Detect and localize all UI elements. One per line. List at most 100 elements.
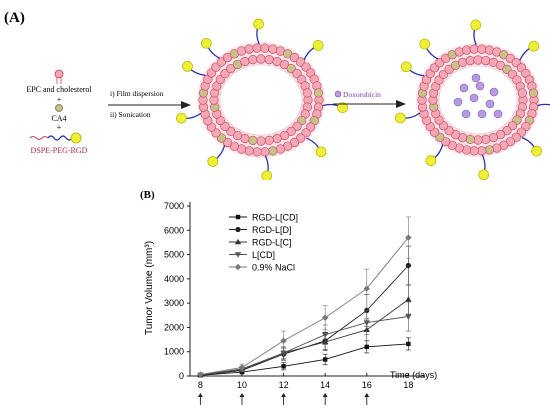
lipid-head [488,132,498,143]
step-sonication: ii) Sonication [110,110,151,119]
rgd-ligand [478,169,490,180]
lipid-head [469,146,479,156]
lipid-head [236,46,247,56]
ingredient-dspe-peg-rgd: DSPE-PEG-RGD [31,146,88,155]
doxorubicin-molecule [485,99,495,109]
lipid-head [264,55,274,65]
data-point [280,337,287,344]
data-point [363,285,370,292]
ca4-molecule-icon [55,104,63,112]
doxorubicin-molecule [489,87,499,97]
legend-entry: RGD-L[C] [229,238,292,248]
drug-loaded-liposome-diagram [394,19,550,180]
rgd-ligand [419,38,431,50]
lipid-head [517,88,527,98]
doxorubicin-molecule [475,81,485,91]
lipid-head [462,45,472,55]
ingredient-epc-cholesterol: EPC and cholesterol [26,85,92,94]
rgd-ligand [531,145,542,157]
y-tick-label: 0 [179,371,184,381]
step-film-dispersion: i) Film dispersion [110,89,164,98]
lipid-head [244,146,254,156]
plus-sign: + [57,95,62,104]
lipid-head [473,55,483,65]
legend-label: RGD-L[CD] [252,213,298,223]
data-point [405,262,411,269]
lipid-head [481,56,491,66]
doxorubicin-molecule [477,109,487,119]
lipid-molecule-icon [54,69,64,84]
legend-entry: RGD-L[D] [229,225,292,235]
lipid-head [481,134,491,144]
rgd-ligand [207,156,219,167]
lipid-head [268,44,278,54]
data-point [405,296,412,302]
lipid-head [248,135,258,145]
data-point [280,350,287,357]
rgd-ligand [470,19,482,31]
lipid-head [302,88,312,98]
y-tick-label: 4000 [164,274,184,284]
y-axis-label: Tumor Volume (mm³) [144,241,155,335]
lipid-head [477,44,487,54]
rgd-ligand [337,102,348,113]
y-tick-label: 6000 [164,225,184,235]
series-2 [197,284,412,378]
data-point [234,263,242,271]
legend-entry: L[CD] [229,250,275,260]
legend-label: RGD-L[C] [252,238,292,248]
doxorubicin-molecule [469,93,479,103]
data-point [405,314,412,320]
series-line [200,316,409,376]
liposome-core [219,64,303,136]
data-point [364,344,369,350]
y-tick-label: 3000 [164,298,184,308]
data-point [363,320,370,326]
rgd-ligand [528,40,540,52]
lipid-head [458,57,468,68]
rgd-ligand [400,61,412,73]
ingredient-ca4: CA4 [51,114,66,123]
x-tick-label: 12 [279,380,289,390]
legend-entry: 0.9% NaCl [229,263,295,273]
dosing-arrow-icon [281,393,287,405]
series-line [200,299,409,376]
lipid-head [477,146,487,156]
lipid-head [260,43,270,53]
lipid-head [216,57,227,67]
x-tick-label: 8 [198,380,203,390]
data-point [321,332,329,338]
y-tick-label: 5000 [164,250,184,260]
empty-liposome-diagram [176,18,348,180]
x-tick-label: 18 [403,380,413,390]
lipid-head [264,135,274,145]
lipid-head [252,147,262,157]
doxorubicin-icon [334,90,342,98]
x-tick-label: 16 [362,380,372,390]
doxorubicin-molecule [453,97,463,107]
lipid-head [295,133,306,143]
data-point [234,238,242,245]
rgd-ligand [176,112,187,124]
chart-legend: RGD-L[CD] RGD-L[D] RGD-L[C] L[CD] 0.9% NaCl [229,213,298,273]
dspe-peg-rgd-icon [29,132,82,144]
lipid-head [484,145,494,155]
doxorubicin-molecule [459,83,469,93]
lipid-head [272,133,282,144]
series-1 [197,245,411,378]
lipid-head [240,56,250,67]
y-tick-label: 1000 [164,347,184,357]
doxorubicin-molecule [471,73,481,83]
lipid-head [465,134,475,144]
lipid-head [260,147,270,157]
lipid-head [226,126,236,137]
x-axis-label: Time (days) [390,370,437,380]
legend-label: 0.9% NaCl [252,263,295,273]
drug-doxorubicin: Doxorubicin [343,90,381,99]
data-point [234,252,242,258]
lipid-head [222,137,233,148]
lipid-head [248,55,258,65]
data-point [405,234,412,241]
